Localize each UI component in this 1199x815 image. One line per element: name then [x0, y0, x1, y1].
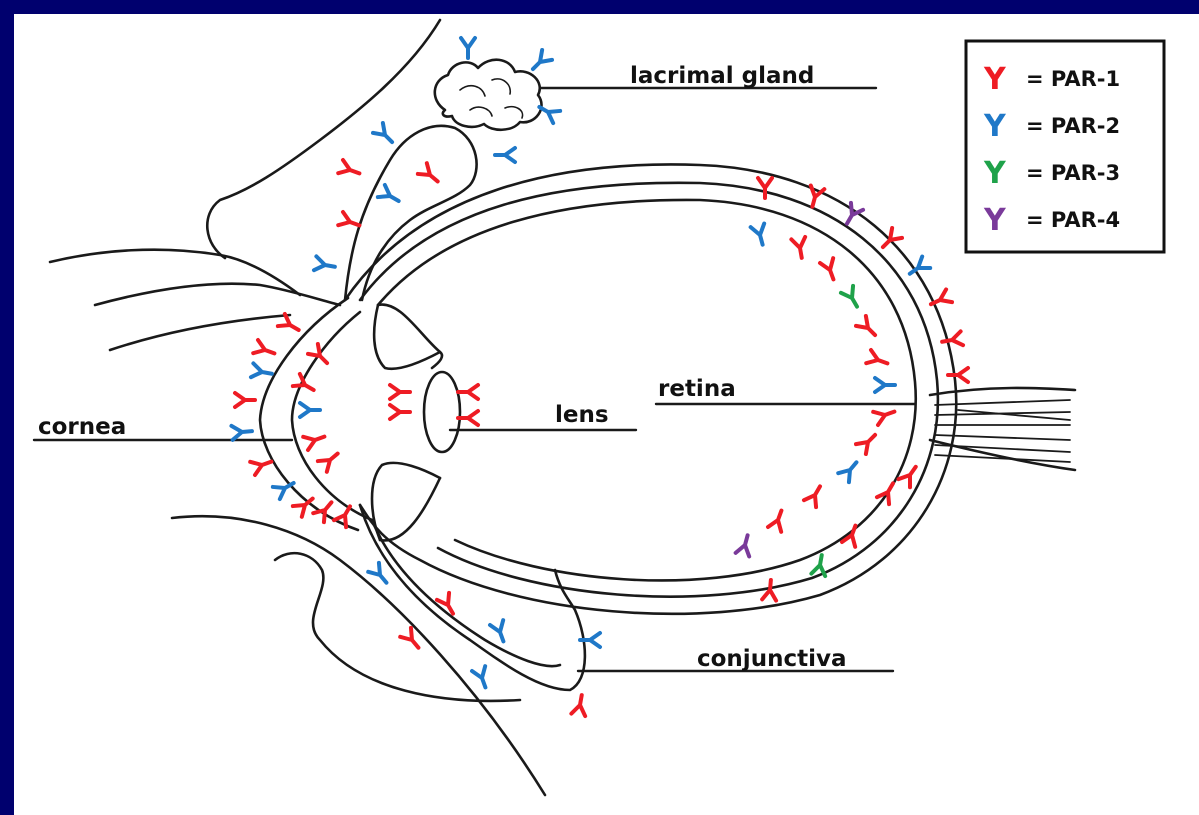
iris-lower — [372, 463, 440, 540]
legend-label-par3: = PAR-3 — [1026, 161, 1120, 185]
receptor-par1-39 — [791, 237, 808, 259]
label-lens: lens — [555, 402, 609, 428]
receptor-par2-1 — [461, 38, 475, 58]
receptor-markers — [231, 38, 968, 716]
receptor-par1-26 — [390, 385, 410, 399]
legend-symbol-par2: Y — [983, 109, 1007, 144]
receptor-par2-10 — [314, 256, 336, 273]
receptor-par1-11 — [278, 314, 302, 336]
receptor-par1-46 — [856, 430, 880, 454]
optic-nerve-upper — [930, 388, 1075, 395]
receptor-par2-47 — [838, 458, 862, 482]
legend-symbol-par3: Y — [983, 156, 1007, 191]
receptor-par1-14 — [235, 393, 255, 407]
legend: Y = PAR-1 Y = PAR-2 Y = PAR-3 Y = PAR-4 — [966, 41, 1164, 252]
receptor-par1-37 — [948, 368, 968, 382]
receptor-par4-50 — [736, 534, 755, 557]
label-cornea: cornea — [38, 414, 126, 440]
receptor-par2-4 — [495, 148, 515, 162]
iris-upper — [374, 305, 442, 369]
legend-symbol-par4: Y — [983, 203, 1007, 238]
receptor-par2-2 — [528, 50, 552, 74]
receptor-par1-43 — [866, 350, 890, 370]
receptor-par1-40 — [820, 258, 840, 282]
receptor-par1-42 — [856, 316, 880, 340]
receptor-par2-56 — [368, 563, 392, 587]
receptor-par1-45 — [873, 405, 897, 425]
receptor-par2-7 — [378, 185, 402, 207]
upper-lid-line — [95, 284, 340, 305]
label-lacrimal-gland: lacrimal gland — [630, 63, 814, 89]
lower-conjunctival-fold — [360, 505, 585, 690]
receptor-par3-41 — [841, 286, 863, 310]
receptor-par2-13 — [251, 363, 273, 380]
receptor-par1-28 — [458, 385, 478, 399]
lower-eyelid-skin — [172, 516, 545, 795]
receptor-par2-5 — [373, 123, 397, 147]
receptor-par2-38 — [751, 224, 770, 247]
legend-label-par1: = PAR-1 — [1026, 67, 1120, 91]
receptor-par1-49 — [768, 508, 788, 532]
label-conjunctiva: conjunctiva — [697, 646, 846, 672]
receptor-par1-6 — [338, 160, 362, 180]
receptor-par1-24 — [303, 430, 327, 450]
lacrimal-gland-lobes — [460, 79, 523, 118]
receptor-par1-8 — [418, 163, 442, 187]
lower-conjunctival-inner — [372, 520, 560, 666]
receptor-par1-62 — [571, 694, 588, 716]
receptor-par2-23 — [300, 403, 320, 417]
receptor-par1-48 — [804, 483, 826, 507]
legend-symbol-par1: Y — [983, 62, 1007, 97]
receptor-par2-15 — [231, 424, 252, 440]
label-retina: retina — [658, 376, 736, 402]
receptor-par2-59 — [490, 620, 510, 644]
receptor-par1-12 — [253, 340, 277, 360]
receptor-par1-27 — [390, 405, 410, 419]
receptor-par1-51 — [877, 480, 899, 504]
receptor-par1-30 — [758, 178, 772, 198]
receptor-par2-44 — [875, 378, 895, 392]
legend-label-par2: = PAR-2 — [1026, 114, 1120, 138]
lacrimal-gland-shape — [435, 60, 542, 130]
receptor-par2-60 — [472, 666, 492, 690]
ciliary-lower — [380, 478, 440, 540]
receptor-par1-25 — [318, 448, 342, 472]
ciliary-upper — [378, 305, 440, 352]
cornea-outer-curve — [260, 298, 358, 530]
legend-label-par4: = PAR-4 — [1026, 208, 1120, 232]
lens-body — [424, 372, 460, 452]
